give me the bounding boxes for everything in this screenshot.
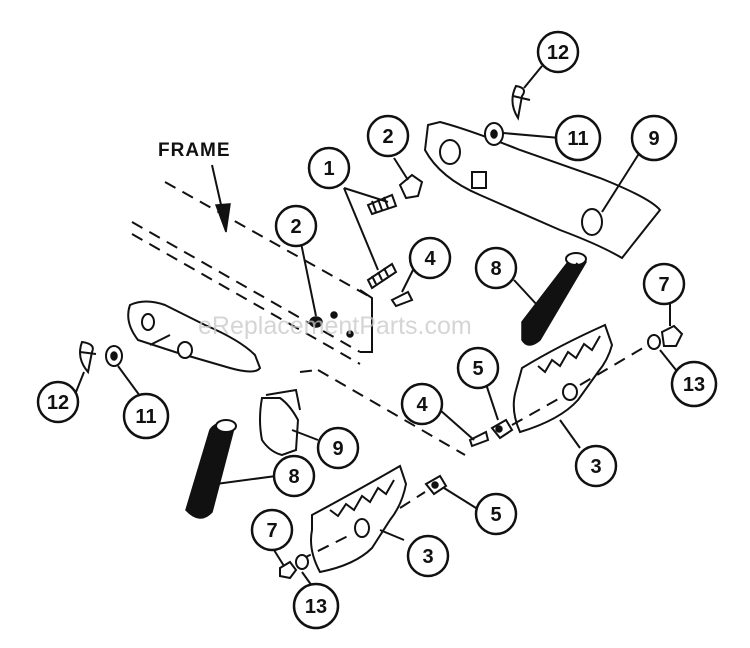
callout-3-lower: 3 bbox=[406, 534, 450, 578]
frame-arrow bbox=[211, 164, 231, 233]
lower-hardware bbox=[279, 474, 448, 580]
svg-text:1: 1 bbox=[323, 158, 334, 180]
svg-text:12: 12 bbox=[547, 42, 569, 64]
callout-7-right: 7 bbox=[642, 262, 686, 306]
callout-13-right: 13 bbox=[670, 360, 718, 408]
svg-text:2: 2 bbox=[382, 126, 393, 148]
callout-7-lower: 7 bbox=[250, 508, 294, 552]
svg-text:3: 3 bbox=[590, 456, 601, 478]
lower-bracket bbox=[259, 388, 301, 457]
callout-11-upper: 11 bbox=[554, 114, 602, 162]
callout-9-lower: 9 bbox=[316, 426, 360, 470]
callout-12-left: 12 bbox=[36, 380, 80, 424]
upper-step-plate bbox=[512, 323, 614, 434]
right-hardware bbox=[468, 324, 684, 448]
svg-text:5: 5 bbox=[472, 358, 483, 380]
callout-4-lower: 4 bbox=[400, 382, 444, 426]
watermark: eReplacementParts.com bbox=[198, 312, 472, 340]
svg-text:11: 11 bbox=[567, 128, 588, 150]
left-washer bbox=[105, 345, 123, 367]
callout-5-upper: 5 bbox=[456, 346, 500, 390]
svg-text:4: 4 bbox=[416, 394, 428, 416]
callout-11-left: 11 bbox=[122, 392, 170, 440]
callout-8-upper: 8 bbox=[474, 246, 518, 290]
svg-text:13: 13 bbox=[683, 374, 705, 396]
upper-hair-pin bbox=[511, 84, 531, 121]
svg-text:4: 4 bbox=[424, 248, 436, 270]
callout-4-upper: 4 bbox=[408, 236, 452, 280]
left-bracket bbox=[127, 300, 262, 373]
frame-bolt bbox=[309, 262, 414, 338]
svg-text:8: 8 bbox=[288, 466, 299, 488]
svg-text:9: 9 bbox=[648, 128, 659, 150]
callout-13-lower: 13 bbox=[292, 582, 340, 630]
svg-text:13: 13 bbox=[305, 596, 327, 618]
upper-spring bbox=[521, 252, 587, 346]
svg-text:11: 11 bbox=[135, 406, 156, 428]
svg-text:7: 7 bbox=[266, 520, 277, 542]
upper-washer bbox=[484, 122, 504, 146]
lower-step-plate bbox=[310, 464, 408, 574]
callout-2-frame: 2 bbox=[274, 204, 318, 248]
svg-text:3: 3 bbox=[422, 546, 433, 568]
left-hair-pin bbox=[79, 340, 97, 375]
leader-lines bbox=[75, 65, 677, 587]
callout-1: 1 bbox=[307, 146, 351, 190]
callout-12-upper: 12 bbox=[536, 30, 580, 74]
svg-text:7: 7 bbox=[658, 274, 669, 296]
callout-8-lower: 8 bbox=[272, 454, 316, 498]
callout-3-right: 3 bbox=[574, 444, 618, 488]
frame-outline bbox=[131, 181, 466, 456]
svg-text:8: 8 bbox=[490, 258, 501, 280]
upper-bracket bbox=[423, 120, 662, 260]
svg-text:12: 12 bbox=[47, 392, 69, 414]
svg-text:9: 9 bbox=[332, 438, 343, 460]
lower-spring bbox=[185, 419, 237, 519]
frame-label: FRAME bbox=[158, 140, 231, 161]
svg-text:5: 5 bbox=[490, 504, 501, 526]
callout-9-upper: 9 bbox=[630, 114, 678, 162]
upper-bolt bbox=[366, 173, 424, 216]
callout-2-upper: 2 bbox=[366, 114, 410, 158]
callout-5-lower: 5 bbox=[474, 492, 518, 536]
svg-text:2: 2 bbox=[290, 216, 301, 238]
